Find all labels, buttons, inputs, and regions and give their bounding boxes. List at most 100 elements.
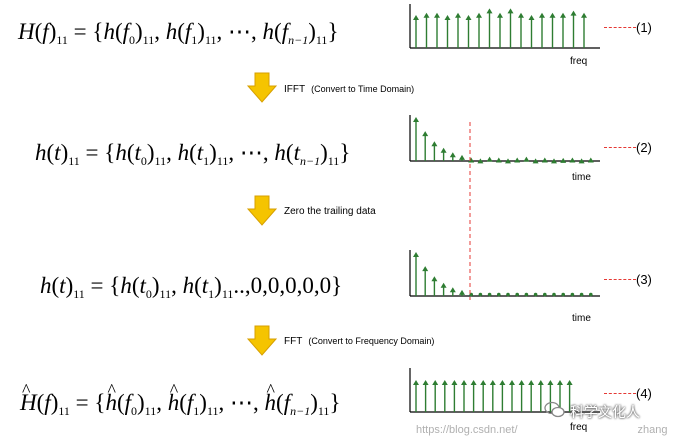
- stem-mark: [468, 157, 475, 163]
- stem-mark: [476, 12, 482, 48]
- stem-mark: [413, 117, 419, 161]
- stem-mark: [480, 380, 487, 412]
- stem-mark: [552, 292, 556, 297]
- stem-mark: [515, 292, 519, 297]
- stem-mark: [487, 292, 492, 297]
- stem-mark: [444, 15, 451, 48]
- stem-mark: [423, 12, 430, 48]
- stem-mark: [537, 380, 544, 412]
- stem-mark: [499, 380, 506, 412]
- stem-mark: [507, 8, 514, 48]
- stem-mark: [509, 380, 515, 412]
- stem-mark: [451, 380, 458, 412]
- stem-mark: [486, 156, 493, 162]
- stem-mark: [570, 10, 577, 48]
- stem-mark: [587, 157, 594, 163]
- stem-mark: [561, 292, 565, 297]
- stem-mark: [528, 15, 535, 48]
- stem-mark: [489, 380, 496, 412]
- equation-impulse-response: h(t)11 = {h(t0)11, h(t1)11, ⋯, h(tn−1)11…: [35, 140, 351, 168]
- stem-mark: [570, 292, 575, 297]
- reference-label-3: (3): [636, 272, 652, 287]
- stem-mark: [422, 131, 429, 161]
- stem-mark: [441, 380, 448, 412]
- stem-mark: [551, 158, 557, 164]
- equation-zeroed-impulse-response: h(t)11 = {h(t0)11, h(t1)11..,0,0,0,0,0}: [40, 273, 343, 301]
- reference-label-2: (2): [636, 140, 652, 155]
- stem-mark: [422, 266, 429, 296]
- wechat-logo-icon: [544, 401, 565, 418]
- watermark-url: https://blog.csdn.net/zhang: [416, 424, 668, 436]
- stem-mark: [431, 276, 438, 296]
- stem-mark: [495, 157, 502, 163]
- stem-mark: [434, 12, 440, 48]
- stem-mark: [470, 380, 477, 412]
- down-arrow-icon: [246, 325, 278, 356]
- stem-mark: [461, 380, 467, 412]
- stem-mark: [543, 292, 547, 297]
- step-label-ifft: IFFT(Convert to Time Domain): [284, 84, 415, 95]
- stem-mark: [413, 252, 419, 296]
- stem-mark: [506, 292, 510, 297]
- stem-mark: [569, 157, 576, 163]
- stem-mark: [579, 292, 584, 297]
- stem-mark: [532, 158, 539, 164]
- stem-mark: [413, 15, 419, 48]
- stem-mark: [505, 158, 511, 164]
- stem-mark: [541, 157, 548, 163]
- stem-mark: [589, 292, 593, 297]
- stem-mark: [486, 8, 493, 48]
- stem-mark: [455, 12, 461, 48]
- equation-smoothed-frequency-response: ^H(f)11 = {^h(f0)11, ^h(f1)11, ⋯, ^h(fn−…: [20, 380, 341, 418]
- stem-mark: [449, 152, 456, 161]
- stem-plot-smoothed-frequency-response: [409, 368, 600, 413]
- stem-mark: [477, 158, 484, 164]
- stem-mark: [581, 12, 587, 48]
- stem-mark: [560, 12, 566, 48]
- equation-frequency-response: H(f)11 = {h(f0)11, h(f1)11, ⋯, h(fn−1)11…: [18, 19, 339, 47]
- stem-mark: [549, 12, 556, 48]
- step-label-fft: FFT(Convert to Frequency Domain): [284, 336, 435, 347]
- stem-mark: [478, 292, 483, 297]
- stem-plot-impulse-response: [409, 115, 600, 164]
- axis-label-time: time: [572, 313, 591, 324]
- reference-label-1: (1): [636, 20, 652, 35]
- stem-mark: [413, 380, 419, 412]
- axis-label-time: time: [572, 172, 591, 183]
- reference-dash: [604, 147, 636, 148]
- reference-dash: [604, 279, 636, 280]
- stem-mark: [566, 380, 573, 412]
- stem-mark: [528, 380, 535, 412]
- down-arrow-icon: [246, 195, 278, 226]
- stem-mark: [440, 282, 447, 296]
- stem-mark: [459, 154, 465, 161]
- stem-mark: [422, 380, 429, 412]
- stem-mark: [578, 158, 585, 164]
- step-label-zero-trailing: Zero the trailing data: [284, 206, 376, 217]
- zero-cutoff-line: [469, 122, 471, 300]
- axis-label-freq: freq: [570, 56, 588, 67]
- stem-mark: [518, 12, 524, 48]
- stem-mark: [497, 292, 501, 297]
- reference-label-4: (4): [636, 386, 652, 401]
- stem-mark: [431, 141, 438, 161]
- stem-mark: [459, 289, 465, 296]
- stem-mark: [523, 156, 530, 162]
- stem-plot-zeroed-impulse-response: [409, 250, 600, 297]
- stem-mark: [497, 12, 503, 48]
- stem-mark: [547, 380, 554, 412]
- stem-plot-frequency-response: [409, 4, 600, 49]
- reference-dash: [604, 27, 636, 28]
- axis-label-freq: freq: [570, 422, 588, 433]
- stem-mark: [533, 292, 538, 297]
- down-arrow-icon: [246, 72, 278, 103]
- stem-mark: [514, 157, 521, 163]
- stem-mark: [440, 147, 447, 161]
- watermark-brand: 科学文化人: [570, 405, 640, 421]
- stem-mark: [539, 12, 545, 48]
- reference-dash: [604, 393, 636, 394]
- stem-mark: [560, 157, 567, 163]
- stem-mark: [518, 380, 525, 412]
- stem-mark: [432, 380, 439, 412]
- stem-mark: [524, 292, 529, 297]
